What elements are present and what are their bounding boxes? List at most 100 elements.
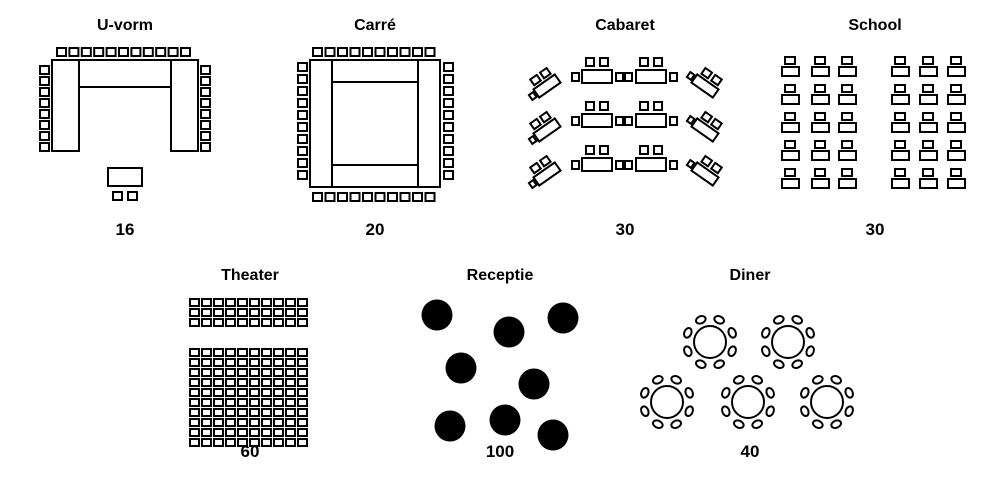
seat [374,47,386,57]
seat [237,428,248,437]
chair [721,387,731,399]
seat [784,168,796,177]
seat [424,47,436,57]
seat [599,145,609,155]
chair [727,345,737,357]
seat [201,398,212,407]
cabaret-table [690,161,720,187]
seat [200,109,211,119]
seat [639,57,649,67]
seat [213,378,224,387]
seat [201,428,212,437]
seat [700,154,714,168]
seat [189,388,200,397]
seat [615,116,624,126]
desk [781,150,800,161]
desk [838,94,857,105]
seat [528,161,543,175]
seat [337,47,348,57]
chair [683,345,693,357]
seat [273,348,284,357]
seat [201,318,212,327]
standing-table [434,410,466,442]
seat [443,110,454,120]
seat [213,428,224,437]
seat [922,112,934,121]
seat [443,146,454,156]
cabaret-table [690,117,720,143]
round-table [650,385,684,419]
seat [599,101,609,111]
seat [189,418,200,427]
angled-table-group [527,110,562,146]
seat [285,388,296,397]
desk [919,178,938,189]
desk [811,122,830,133]
chair [830,419,842,429]
seat [841,84,853,93]
seat [39,131,50,141]
chair [733,375,745,385]
chair [761,345,771,357]
layout-title-school: School [848,17,902,34]
seat [237,358,248,367]
seat [443,62,454,72]
seat [273,308,284,317]
seat [950,140,962,149]
seat [324,192,336,202]
seat [273,408,284,417]
standing-table [518,368,550,400]
chair [695,315,707,325]
seat [349,47,361,57]
seat [201,438,212,447]
seat [538,154,552,168]
standing-table [537,419,569,451]
cabaret-table [690,73,720,99]
seat [922,140,934,149]
seat [112,191,123,201]
seat [349,192,361,202]
seat [225,428,236,437]
seat [189,398,200,407]
seat [237,398,248,407]
seat [189,408,200,417]
chair [773,315,785,325]
seat [273,378,284,387]
chair [791,315,803,325]
seat [225,438,236,447]
desk [811,150,830,161]
seat [273,298,284,307]
seat [399,192,411,202]
cabaret-diagram [527,57,724,190]
desk [947,66,966,77]
desk [838,178,857,189]
desk [781,122,800,133]
seat [189,348,200,357]
seat [624,160,633,170]
seat [784,112,796,121]
angled-table-group [685,110,724,143]
diner-diagram [640,315,854,429]
seat [261,368,272,377]
angled-table-group [527,154,562,190]
seat [80,47,92,57]
seat [285,398,296,407]
seat [585,145,595,155]
standing-table [421,299,453,331]
seat [528,73,543,87]
chair [800,387,810,399]
chair [765,405,775,417]
seat [200,120,211,130]
table-frame [309,59,441,188]
layout-title-carre: Carré [354,17,396,34]
seat [585,101,595,111]
seat [297,122,308,132]
chair [791,359,803,369]
seat [615,72,624,82]
layout-capacity-receptie: 100 [485,442,515,461]
seat [201,348,212,357]
seat [249,358,260,367]
seat [285,358,296,367]
desk [891,66,910,77]
seat [297,388,308,397]
